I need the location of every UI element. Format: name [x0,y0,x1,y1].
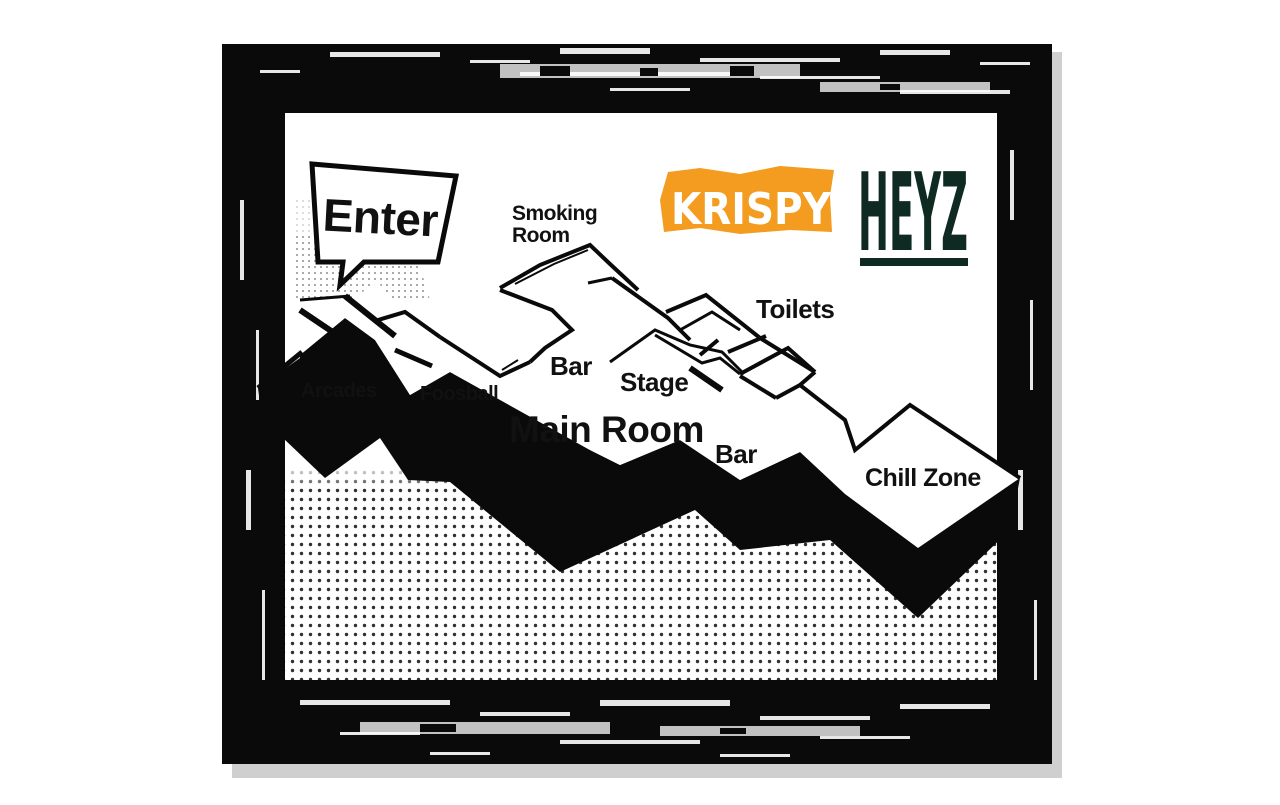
room-label-stage: Stage [620,367,688,397]
krispy-logo-text: KRISPY [671,184,832,235]
room-labels: Smoking Room Toilets Bar Stage Arcades F… [301,202,982,492]
enter-label: Enter [322,189,440,247]
room-label-chill-zone: Chill Zone [865,464,981,492]
floor-plan-walls [256,242,1022,480]
room-label-smoking-line2: Room [512,224,570,247]
room-label-bar-lower: Bar [715,439,757,469]
heyz-logo-text: HEYZ [858,151,968,276]
floor-slab-extrusion [258,318,1020,618]
heyz-logo: HEYZ [858,151,968,276]
room-label-foosball: Foosball [420,383,498,405]
room-label-toilets: Toilets [756,294,834,324]
room-label-main-room: Main Room [509,409,704,450]
room-label-smoking: Smoking [512,202,597,225]
heyz-logo-underline [860,258,968,266]
krispy-logo-badge [660,166,834,234]
krispy-logo: KRISPY [660,166,834,235]
room-label-bar-upper: Bar [550,351,592,381]
floor-slab-top [258,244,1020,548]
enter-bubble[interactable]: Enter [309,161,460,292]
room-label-arcades: Arcades [301,380,377,402]
